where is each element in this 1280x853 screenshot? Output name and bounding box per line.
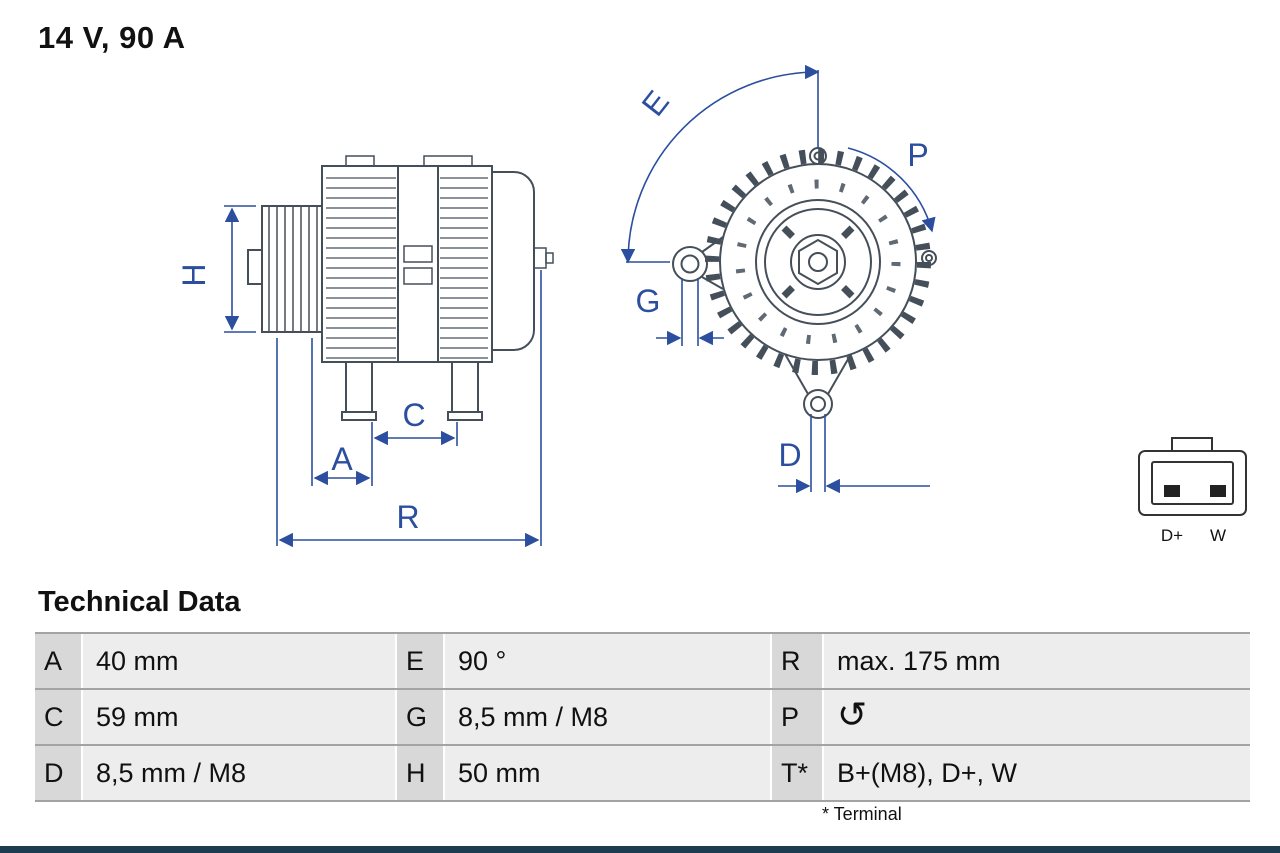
table-heading: Technical Data xyxy=(38,586,241,618)
dim-key-C: C xyxy=(35,690,81,744)
dim-label-E: E xyxy=(635,84,677,123)
dim-value-R: max. 175 mm xyxy=(822,634,1250,688)
table-row: A 40 mm E 90 ° R max. 175 mm xyxy=(35,632,1250,688)
dim-label-H: H xyxy=(176,263,212,286)
connector-plug: D+ W xyxy=(1138,437,1247,545)
inner-vent-ring xyxy=(735,179,901,345)
dim-key-H: H xyxy=(395,746,443,800)
bottom-bar xyxy=(0,846,1280,853)
dim-value-E: 90 ° xyxy=(443,634,770,688)
dimension-lines xyxy=(224,64,936,548)
dim-value-P: ↺ xyxy=(822,690,1250,744)
dim-value-C: 59 mm xyxy=(81,690,395,744)
mounting-lugs xyxy=(341,361,483,421)
terminal-footnote: * Terminal xyxy=(822,804,902,824)
dim-key-E: E xyxy=(395,634,443,688)
dim-key-R: R xyxy=(770,634,822,688)
rotation-ccw-icon: ↺ xyxy=(837,694,868,735)
connector-tab xyxy=(1171,437,1213,452)
technical-data-table: A 40 mm E 90 ° R max. 175 mm C 59 mm G 8… xyxy=(35,632,1250,802)
table-row: C 59 mm G 8,5 mm / M8 P ↺ xyxy=(35,688,1250,744)
dim-label-P: P xyxy=(907,137,928,173)
dim-label-C: C xyxy=(402,397,425,433)
rear-housing xyxy=(492,171,554,351)
dim-key-P: P xyxy=(770,690,822,744)
page-title: 14 V, 90 A xyxy=(38,20,186,55)
dim-value-H: 50 mm xyxy=(443,746,770,800)
dim-label-D: D xyxy=(778,437,801,473)
dim-key-G: G xyxy=(395,690,443,744)
fan-slots xyxy=(781,225,855,299)
shaft-nut xyxy=(798,238,838,286)
dimension-labels: H A C R E G D P xyxy=(176,84,929,535)
connector-pin-dplus xyxy=(1164,485,1180,497)
pulley xyxy=(247,205,323,333)
cooling-fins-left xyxy=(326,177,396,359)
bottom-mounting-arm xyxy=(784,353,852,419)
connector-label-w: W xyxy=(1210,526,1226,545)
right-mounting-lug xyxy=(921,250,937,266)
dim-key-D: D xyxy=(35,746,81,800)
connector-inner xyxy=(1151,461,1234,505)
dim-key-T: T* xyxy=(770,746,822,800)
dim-label-G: G xyxy=(636,283,661,319)
dim-key-A: A xyxy=(35,634,81,688)
connector-pin-w xyxy=(1210,485,1226,497)
dim-value-D: 8,5 mm / M8 xyxy=(81,746,395,800)
dim-label-R: R xyxy=(396,499,419,535)
alternator-front-view xyxy=(672,147,937,419)
dim-value-T: B+(M8), D+, W xyxy=(822,746,1250,800)
dim-label-A: A xyxy=(331,441,353,477)
dim-value-A: 40 mm xyxy=(81,634,395,688)
dim-value-G: 8,5 mm / M8 xyxy=(443,690,770,744)
technical-drawing: H A C R E G D P D+ W xyxy=(176,64,1247,548)
connector-outer xyxy=(1138,450,1247,516)
stator-body xyxy=(321,155,493,363)
connector-label-dplus: D+ xyxy=(1161,526,1183,545)
table-row: D 8,5 mm / M8 H 50 mm T* B+(M8), D+, W xyxy=(35,744,1250,802)
cooling-fins-right xyxy=(440,177,488,359)
alternator-side-view xyxy=(247,155,554,421)
